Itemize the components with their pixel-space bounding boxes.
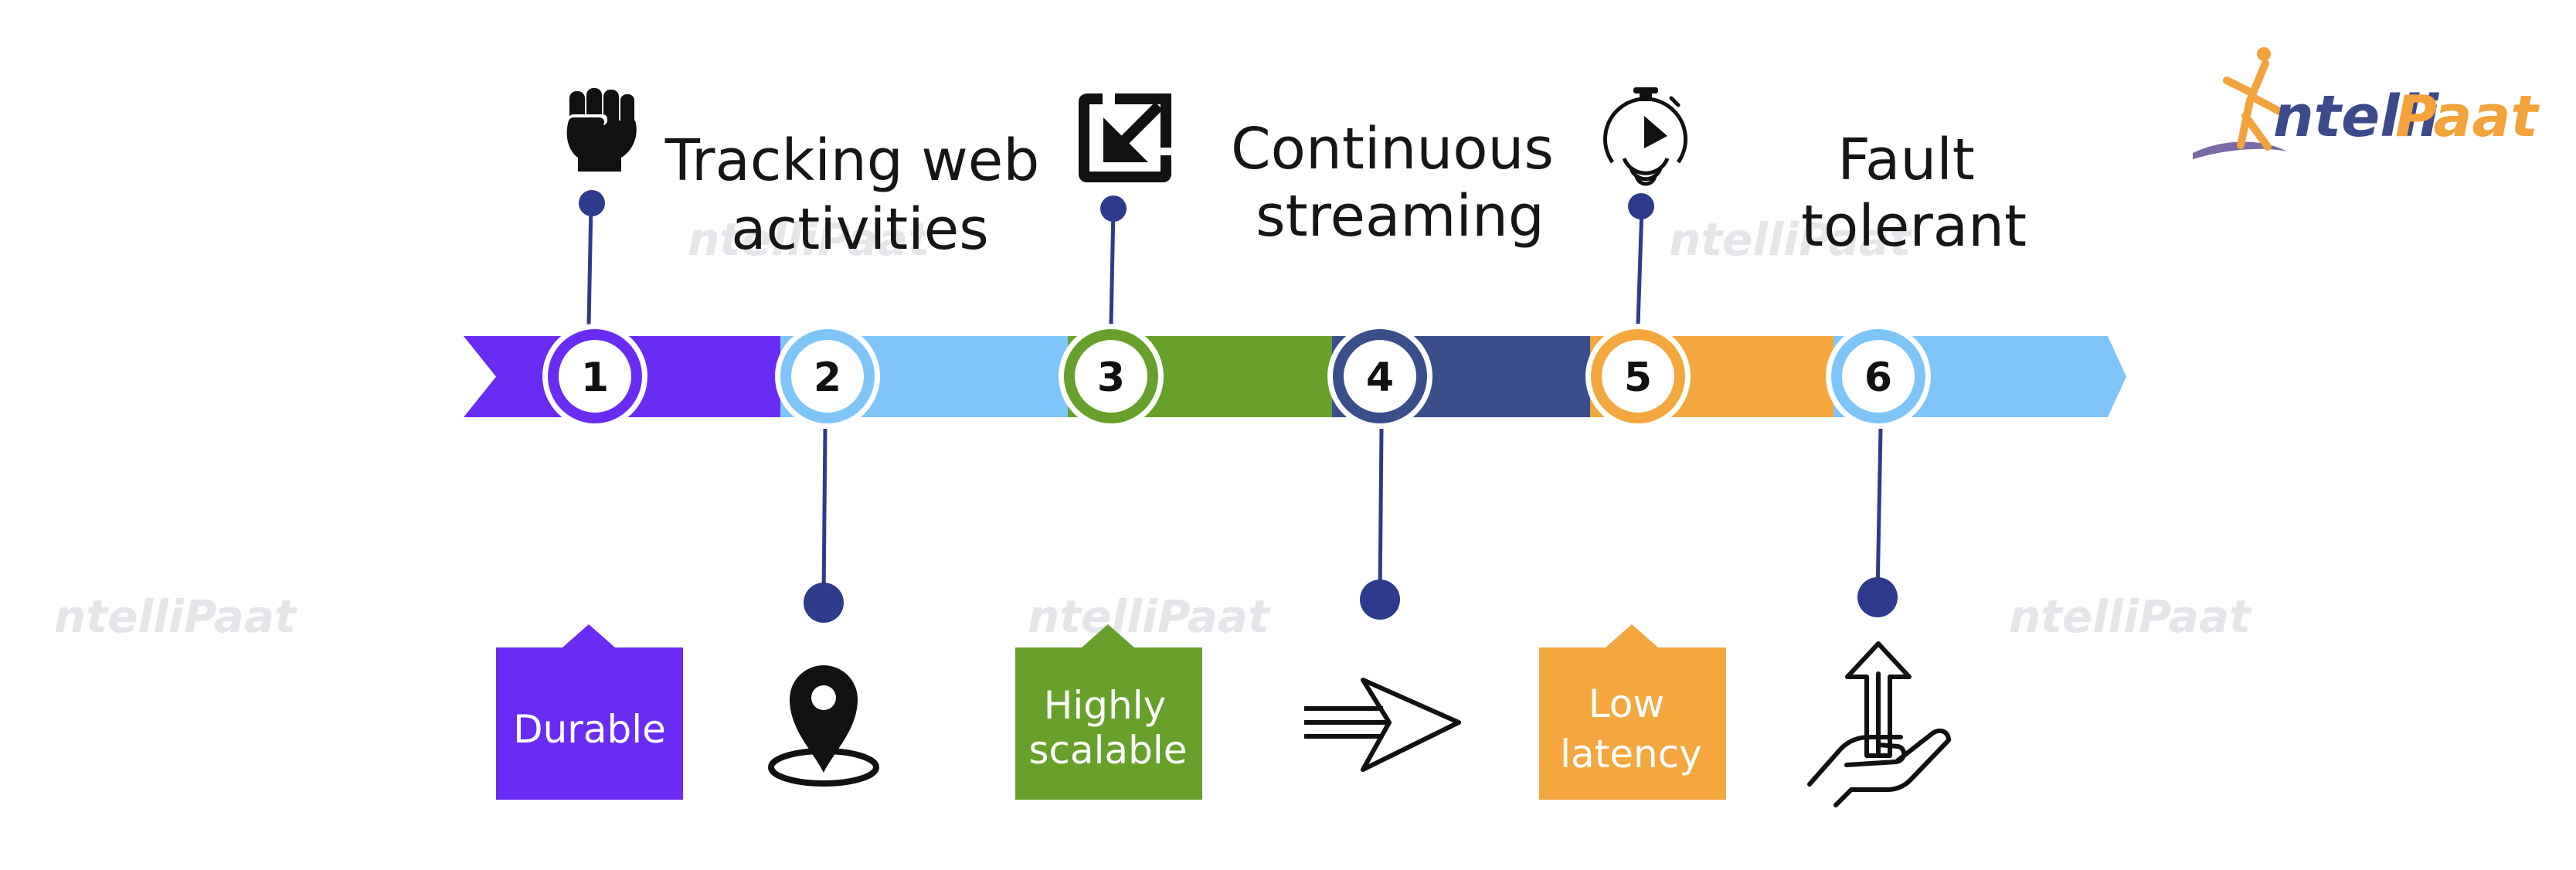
logo-text-intelli: ntelli [2273,83,2440,150]
logo-text-paat: Paat [2395,83,2540,150]
fast-arrow-icon [1304,678,1461,772]
watermark-1: ntelliPaat [54,590,297,643]
connector-3 [1109,208,1116,325]
fault-line-2: tolerant [1801,193,2027,260]
step-4-inner-ring [1333,329,1427,423]
step-6-number: 6 [1864,355,1892,401]
step-4: 4 [1327,324,1432,429]
logo-figure-head [2257,47,2271,61]
label-continuous-streaming: Continuous streaming [1231,116,1554,250]
dot-2 [804,583,844,623]
connectors [586,204,1883,600]
connector-2 [821,428,828,600]
hand-upload-icon [1807,641,1951,807]
location-pin-icon [768,665,879,787]
step-3: 3 [1059,324,1164,429]
step-2-number: 2 [814,355,841,401]
tag-scalable-line-1: Highly [1044,683,1166,728]
tag-latency-line-2: latency [1560,732,1702,777]
step-5-number: 5 [1624,355,1652,401]
step-2-inner-ring [780,329,875,423]
tag-scalable-line-2: scalable [1028,728,1187,773]
tag-latency-shape [1539,624,1726,800]
connector-6 [1875,428,1883,596]
watermark-3: ntelliPaat [2009,590,2252,643]
fault-line-1: Fault [1837,127,1975,193]
step-3-inner-ring [1064,329,1158,423]
streaming-line-1: Continuous [1231,116,1554,182]
step-4-number: 4 [1366,355,1394,401]
watermarks: ntelliPaat ntelliPaat ntelliPaat ntelliP… [54,213,2252,643]
step-2: 2 [775,324,880,429]
intellipaat-logo: ntelli Paat [2193,47,2540,159]
dot-3 [1100,195,1127,222]
connector-1 [586,204,593,325]
step-1: 1 [542,324,647,429]
tag-highly-scalable: Highly scalable [1015,624,1202,800]
stopwatch-icon [1603,87,1687,186]
label-tracking-web-activities: Tracking web activities [664,127,1040,263]
step-5: 5 [1585,324,1691,429]
step-3-number: 3 [1097,355,1125,401]
compress-arrows-icon [1079,93,1171,182]
logo-figure [2223,59,2283,151]
label-fault-tolerant: Fault tolerant [1801,127,2027,260]
dot-4 [1360,579,1400,620]
connector-4 [1378,428,1384,597]
tag-durable: Durable [496,624,683,800]
tag-scalable-shape [1015,624,1202,800]
dot-5 [1628,193,1654,219]
tag-durable-shape [496,624,683,800]
step-1-number: 1 [581,355,609,401]
streaming-line-2: streaming [1256,183,1545,250]
tag-low-latency: Low latency [1539,624,1726,800]
watermark-2: ntelliPaat [1028,590,1271,643]
tracking-line-2: activities [731,196,989,263]
dot-1 [579,190,605,216]
step-5-inner-ring [1591,329,1685,423]
watermark-5: ntelliPaat [1669,213,1912,266]
tracking-line-1: Tracking web [664,127,1040,194]
fist-icon [566,88,637,172]
dot-6 [1857,577,1898,617]
connector-dots [579,190,1898,623]
tag-durable-text: Durable [513,707,666,752]
connector-5 [1636,206,1644,325]
step-6-inner-ring [1831,329,1925,423]
step-6: 6 [1826,324,1931,429]
watermark-4: ntelliPaat [688,213,931,266]
step-1-inner-ring [548,329,642,423]
tag-latency-line-1: Low [1589,681,1664,726]
